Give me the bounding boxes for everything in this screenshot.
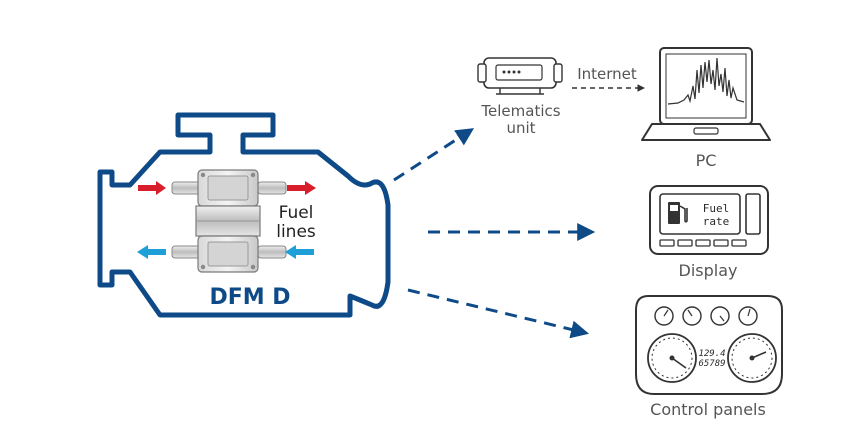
connector-control-panels — [407, 288, 589, 339]
control-panel-icon — [635, 295, 783, 395]
fuel-arrows — [137, 181, 316, 259]
display-device-icon — [649, 185, 769, 255]
fuel-return-arrow-bottom-left — [137, 245, 166, 259]
odometer-line-2: 65789 — [698, 359, 725, 369]
internet-label: Internet — [577, 65, 637, 83]
connector-telematics — [393, 128, 475, 182]
display-label: Display — [679, 261, 738, 280]
engine-outline — [97, 112, 391, 318]
display-screen-line-1: Fuel — [703, 202, 730, 215]
telematics-unit-icon — [477, 57, 563, 95]
speedometer-gauge — [647, 333, 697, 383]
laptop-icon — [641, 47, 771, 141]
display-buttons — [659, 239, 747, 247]
fuel-in-arrow-top-right — [287, 181, 316, 195]
engine-title: DFM D — [209, 285, 290, 310]
fuel-pump-icon — [668, 202, 688, 224]
telematics-label-1: Telematics — [480, 102, 560, 120]
small-gauges — [654, 306, 758, 326]
flow-meter — [171, 169, 287, 273]
fuel-return-arrow-bottom-right — [285, 245, 314, 259]
fuel-lines-label-1: Fuel — [279, 203, 314, 223]
pc-label: PC — [696, 151, 717, 170]
control-panels-label: Control panels — [650, 400, 766, 419]
display-screen-line-2: rate — [703, 215, 730, 228]
telematics-label-2: unit — [506, 119, 535, 137]
fuel-in-arrow-top-left — [138, 181, 166, 195]
tachometer-gauge — [727, 333, 777, 383]
connectors — [393, 84, 645, 339]
fuel-lines-label-2: lines — [276, 222, 316, 242]
odometer-line-1: 129.4 — [698, 349, 725, 359]
